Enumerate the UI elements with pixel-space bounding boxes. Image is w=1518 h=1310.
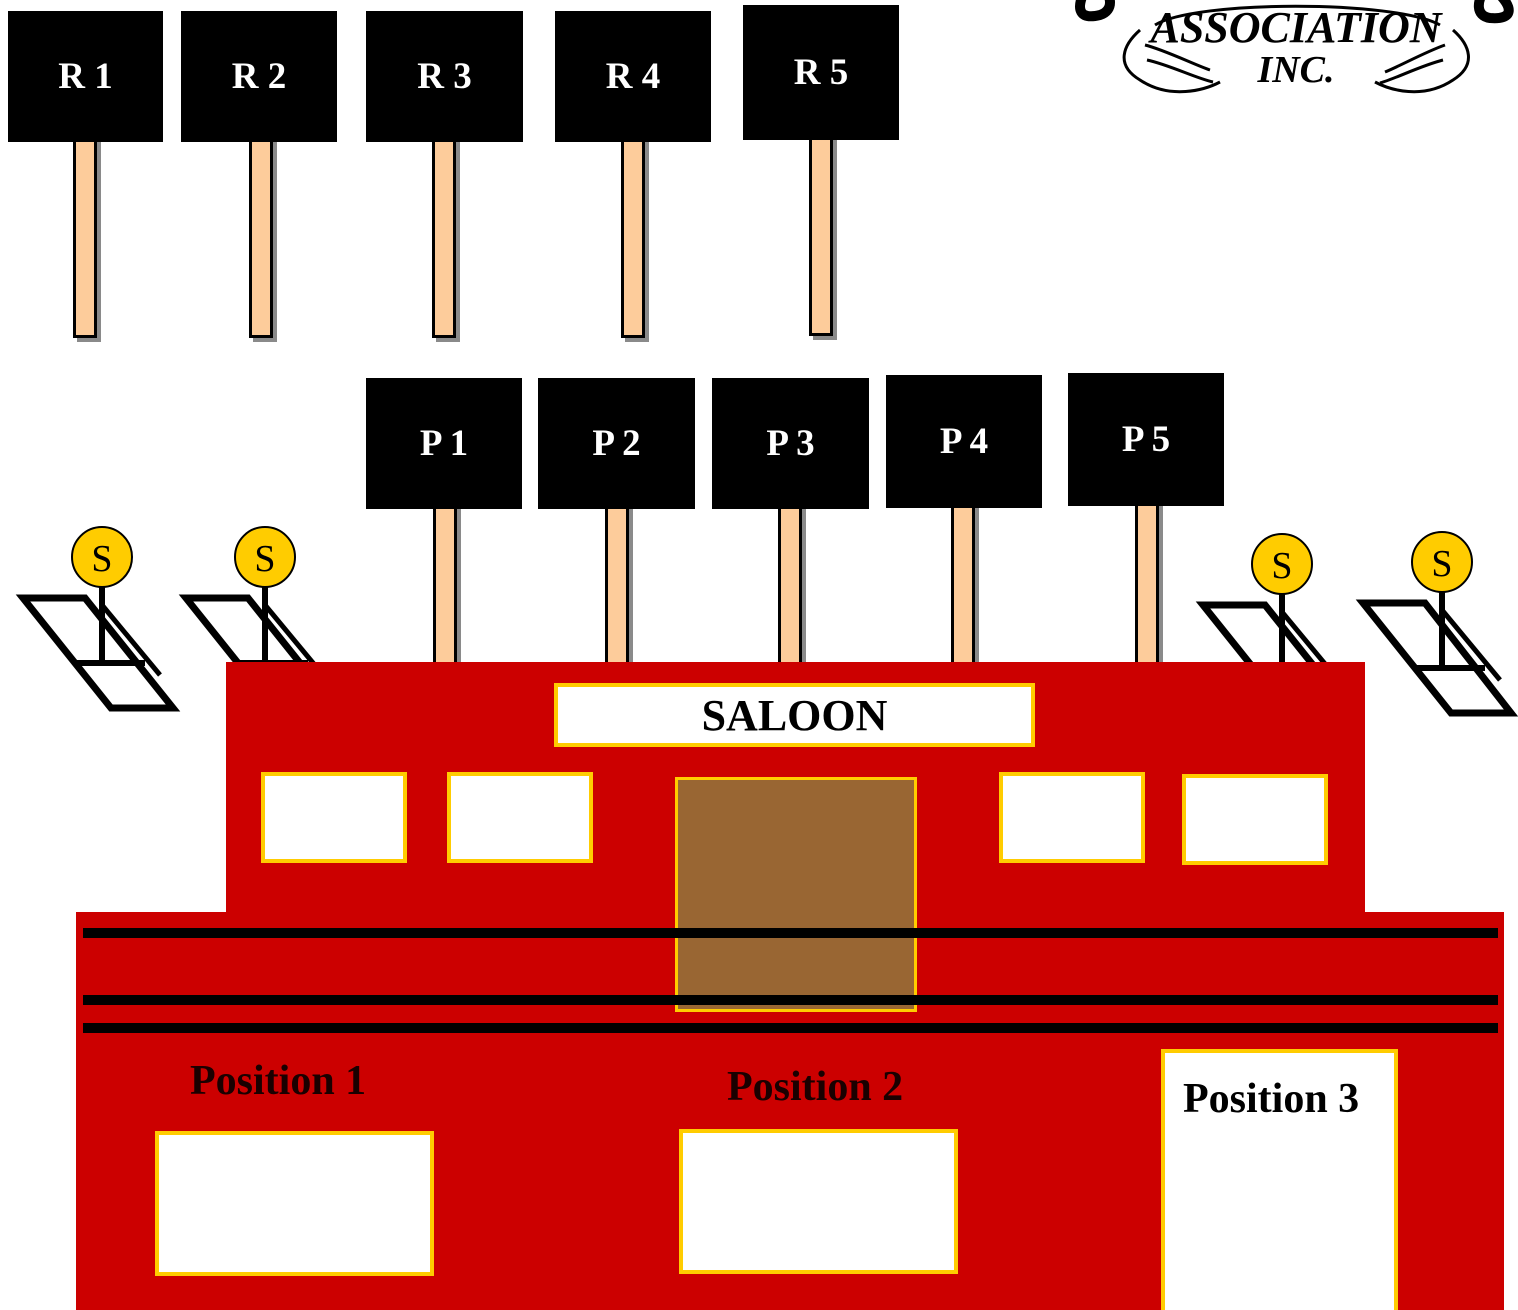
position-1-label: Position 1 xyxy=(190,1058,367,1104)
logo-line2: INC. xyxy=(1256,49,1334,91)
rifle-sign-5: R 5 xyxy=(743,5,899,140)
logo-flourish-right xyxy=(1374,28,1470,94)
association-logo: ASSOCIATION INC. xyxy=(1075,0,1514,94)
pistol-sign-2: P 2 xyxy=(538,378,695,509)
logo-scroll-right xyxy=(1379,43,1446,85)
rifle-post-3 xyxy=(432,138,456,338)
pistol-sign-5: P 5 xyxy=(1068,373,1224,506)
position-1-window xyxy=(155,1131,434,1276)
pistol-sign-3: P 3 xyxy=(712,378,869,509)
shotgun-target-label-1: S xyxy=(91,538,112,580)
upper-window-4 xyxy=(1182,774,1328,865)
saloon-door xyxy=(675,777,917,1012)
pistol-post-4 xyxy=(951,503,975,673)
counter-rail-1 xyxy=(83,928,1498,938)
saloon-sign: SALOON xyxy=(554,683,1035,747)
logo-swirl-left xyxy=(1075,0,1115,22)
pistol-sign-4: P 4 xyxy=(886,375,1042,508)
shotgun-stand-1: S xyxy=(15,526,181,712)
shotgun-target-label-4: S xyxy=(1431,543,1452,585)
pistol-post-5 xyxy=(1135,502,1159,672)
rifle-sign-3: R 3 xyxy=(366,11,523,142)
shotgun-stand-4: S xyxy=(1355,531,1518,717)
logo-arch xyxy=(1154,4,1441,27)
position-2-label: Position 2 xyxy=(727,1064,904,1110)
shotgun-target-label-3: S xyxy=(1271,545,1292,587)
position-3-window xyxy=(1161,1049,1398,1310)
position-3-label: Position 3 xyxy=(1183,1076,1360,1122)
logo-swirl-right xyxy=(1473,0,1514,24)
shotgun-target-2 xyxy=(234,526,296,588)
rifle-sign-4: R 4 xyxy=(555,11,711,142)
shotgun-target-3 xyxy=(1251,533,1313,595)
rifle-post-4 xyxy=(621,138,645,338)
counter-rail-2 xyxy=(83,995,1498,1005)
pistol-sign-1: P 1 xyxy=(366,378,522,509)
pistol-post-1 xyxy=(433,505,457,675)
shotgun-target-label-2: S xyxy=(254,538,275,580)
rifle-sign-2: R 2 xyxy=(181,11,337,142)
pistol-post-3 xyxy=(778,505,802,675)
counter-rail-3 xyxy=(83,1023,1498,1033)
position-2-window xyxy=(679,1129,958,1274)
pistol-post-2 xyxy=(605,505,629,675)
upper-window-1 xyxy=(261,772,407,863)
rifle-post-2 xyxy=(249,138,273,338)
shotgun-target-1 xyxy=(71,526,133,588)
rifle-post-1 xyxy=(73,138,97,338)
shotgun-target-4 xyxy=(1411,531,1473,593)
logo-scroll-left xyxy=(1144,43,1214,84)
logo-line1: ASSOCIATION xyxy=(1147,3,1443,52)
upper-window-2 xyxy=(447,772,593,863)
logo-flourish-left xyxy=(1122,28,1221,94)
upper-window-3 xyxy=(999,772,1145,863)
rifle-sign-1: R 1 xyxy=(8,11,163,142)
rifle-post-5 xyxy=(809,136,833,336)
